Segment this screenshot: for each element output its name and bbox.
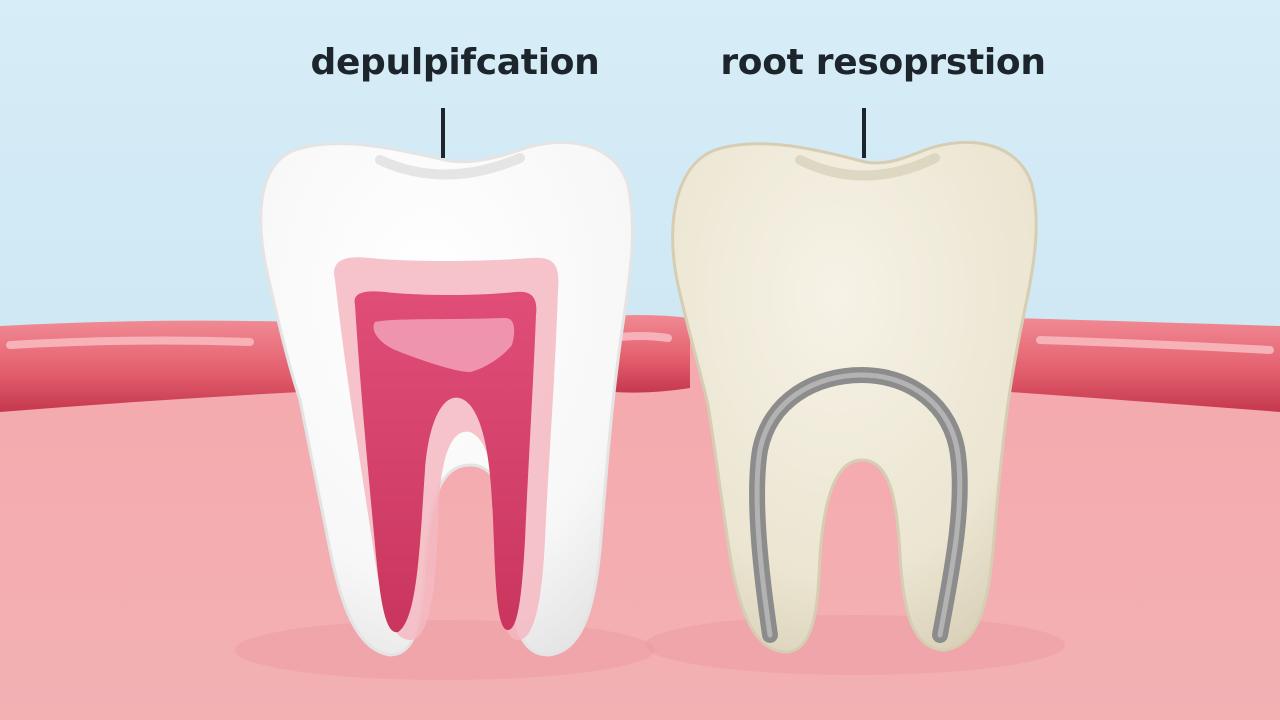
tooth-with-filled-canal-icon	[671, 140, 1038, 654]
healthy-tooth-with-pulp-icon	[259, 140, 634, 657]
label-depulpification: depulpifcation	[310, 42, 600, 83]
gum-highlight-right	[1036, 336, 1274, 354]
label-root-resorption: root resoprstion	[720, 42, 1046, 83]
gum-shadow-right	[645, 615, 1065, 675]
gum-highlight-left	[6, 336, 254, 349]
